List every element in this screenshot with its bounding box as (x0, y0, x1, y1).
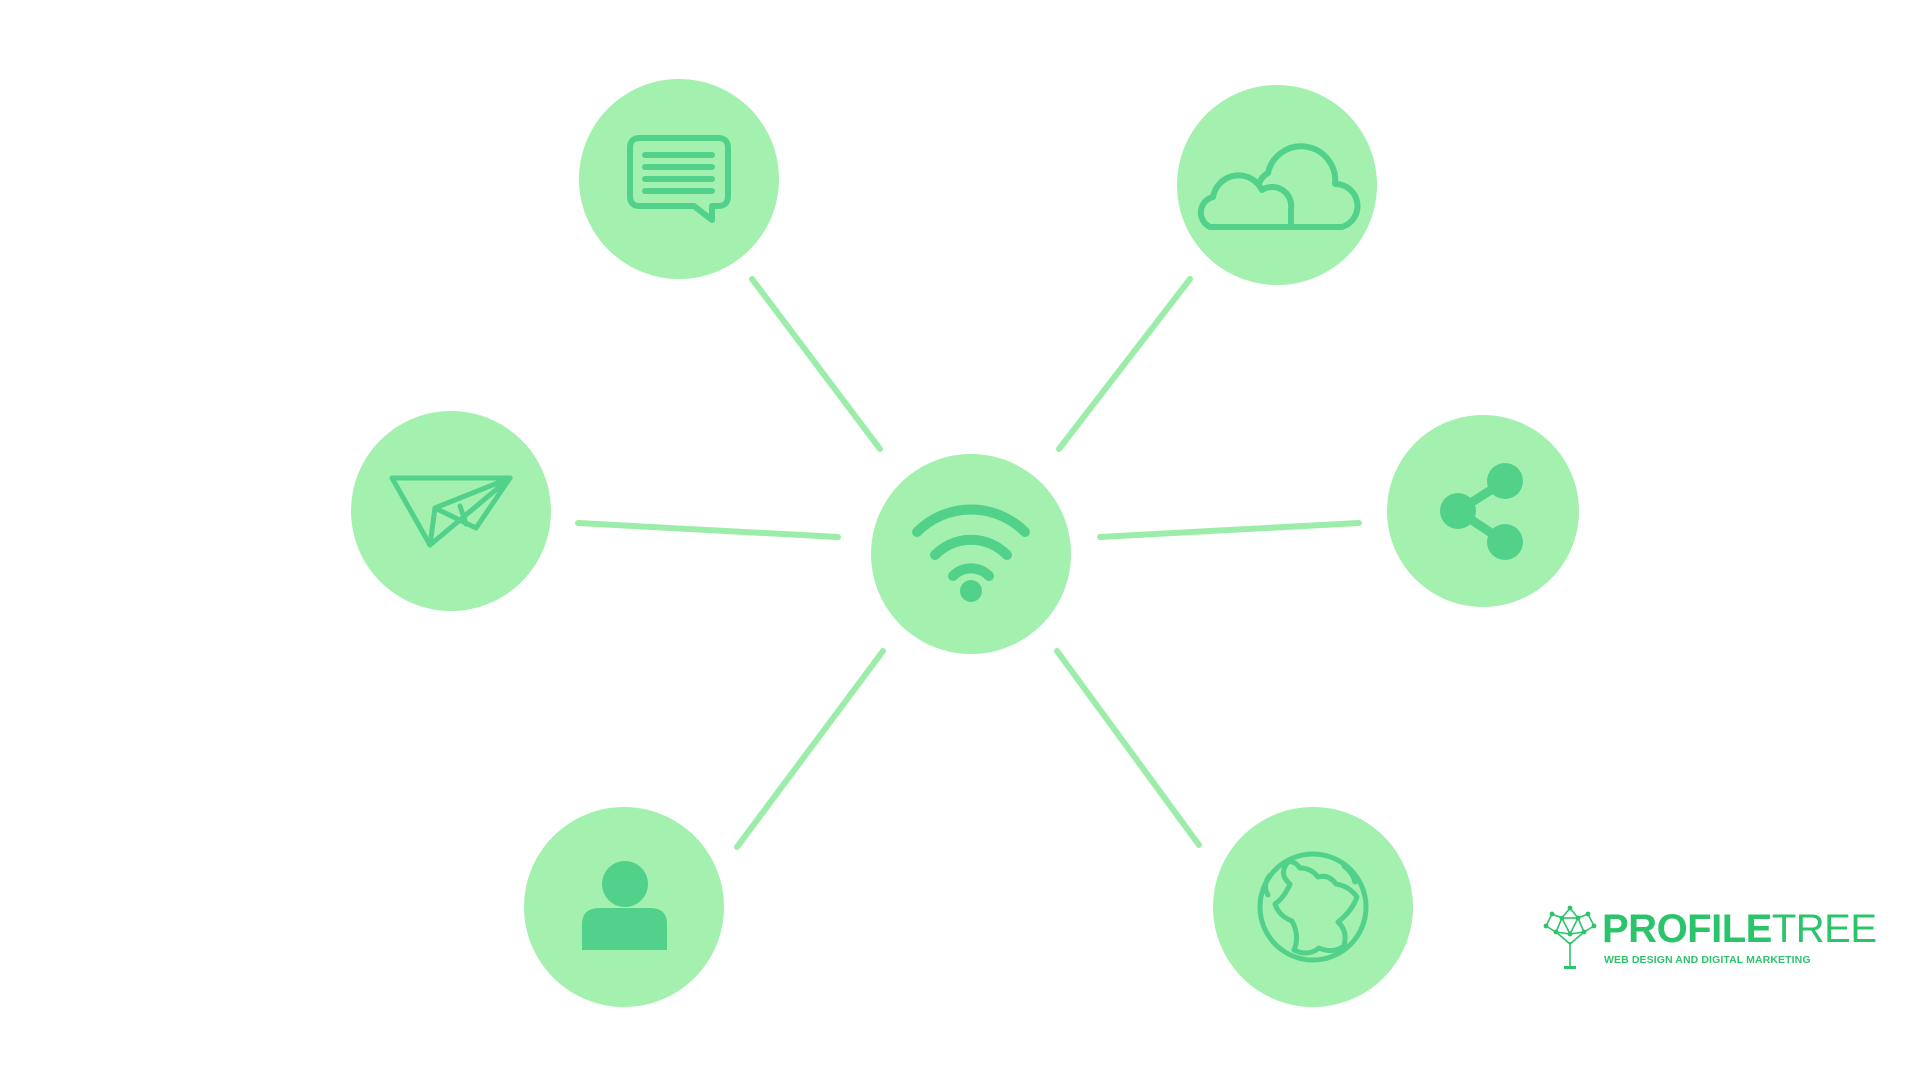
share-icon (1440, 463, 1523, 560)
globe-icon (1257, 851, 1369, 963)
logo-tagline: WEB DESIGN AND DIGITAL MARKETING (1604, 954, 1811, 966)
logo-wordmark: PROFILETREE (1602, 908, 1877, 950)
tree-logo-icon (1543, 905, 1597, 969)
cloud-icon (1197, 143, 1361, 230)
share-node (1387, 415, 1579, 607)
connector-plane (575, 520, 841, 540)
logo-name-light: TREE (1771, 907, 1877, 951)
user-icon (582, 861, 667, 950)
connector-share (1097, 520, 1362, 540)
globe-node (1213, 807, 1413, 1007)
paper-plane-icon (389, 475, 513, 548)
connector-chat (749, 276, 883, 452)
user-node (524, 807, 724, 1007)
profiletree-logo: PROFILETREE WEB DESIGN AND DIGITAL MARKE… (1540, 904, 1877, 974)
chat-message-icon (627, 135, 731, 223)
wifi-icon (912, 504, 1030, 602)
logo-name-bold: PROFILE (1602, 907, 1772, 951)
connector-cloud (1056, 276, 1193, 452)
cloud-node (1177, 85, 1377, 285)
connector-user (734, 648, 886, 850)
connector-globe (1054, 648, 1202, 848)
center-node (871, 454, 1071, 654)
chat-node (579, 79, 779, 279)
plane-node (351, 411, 551, 611)
